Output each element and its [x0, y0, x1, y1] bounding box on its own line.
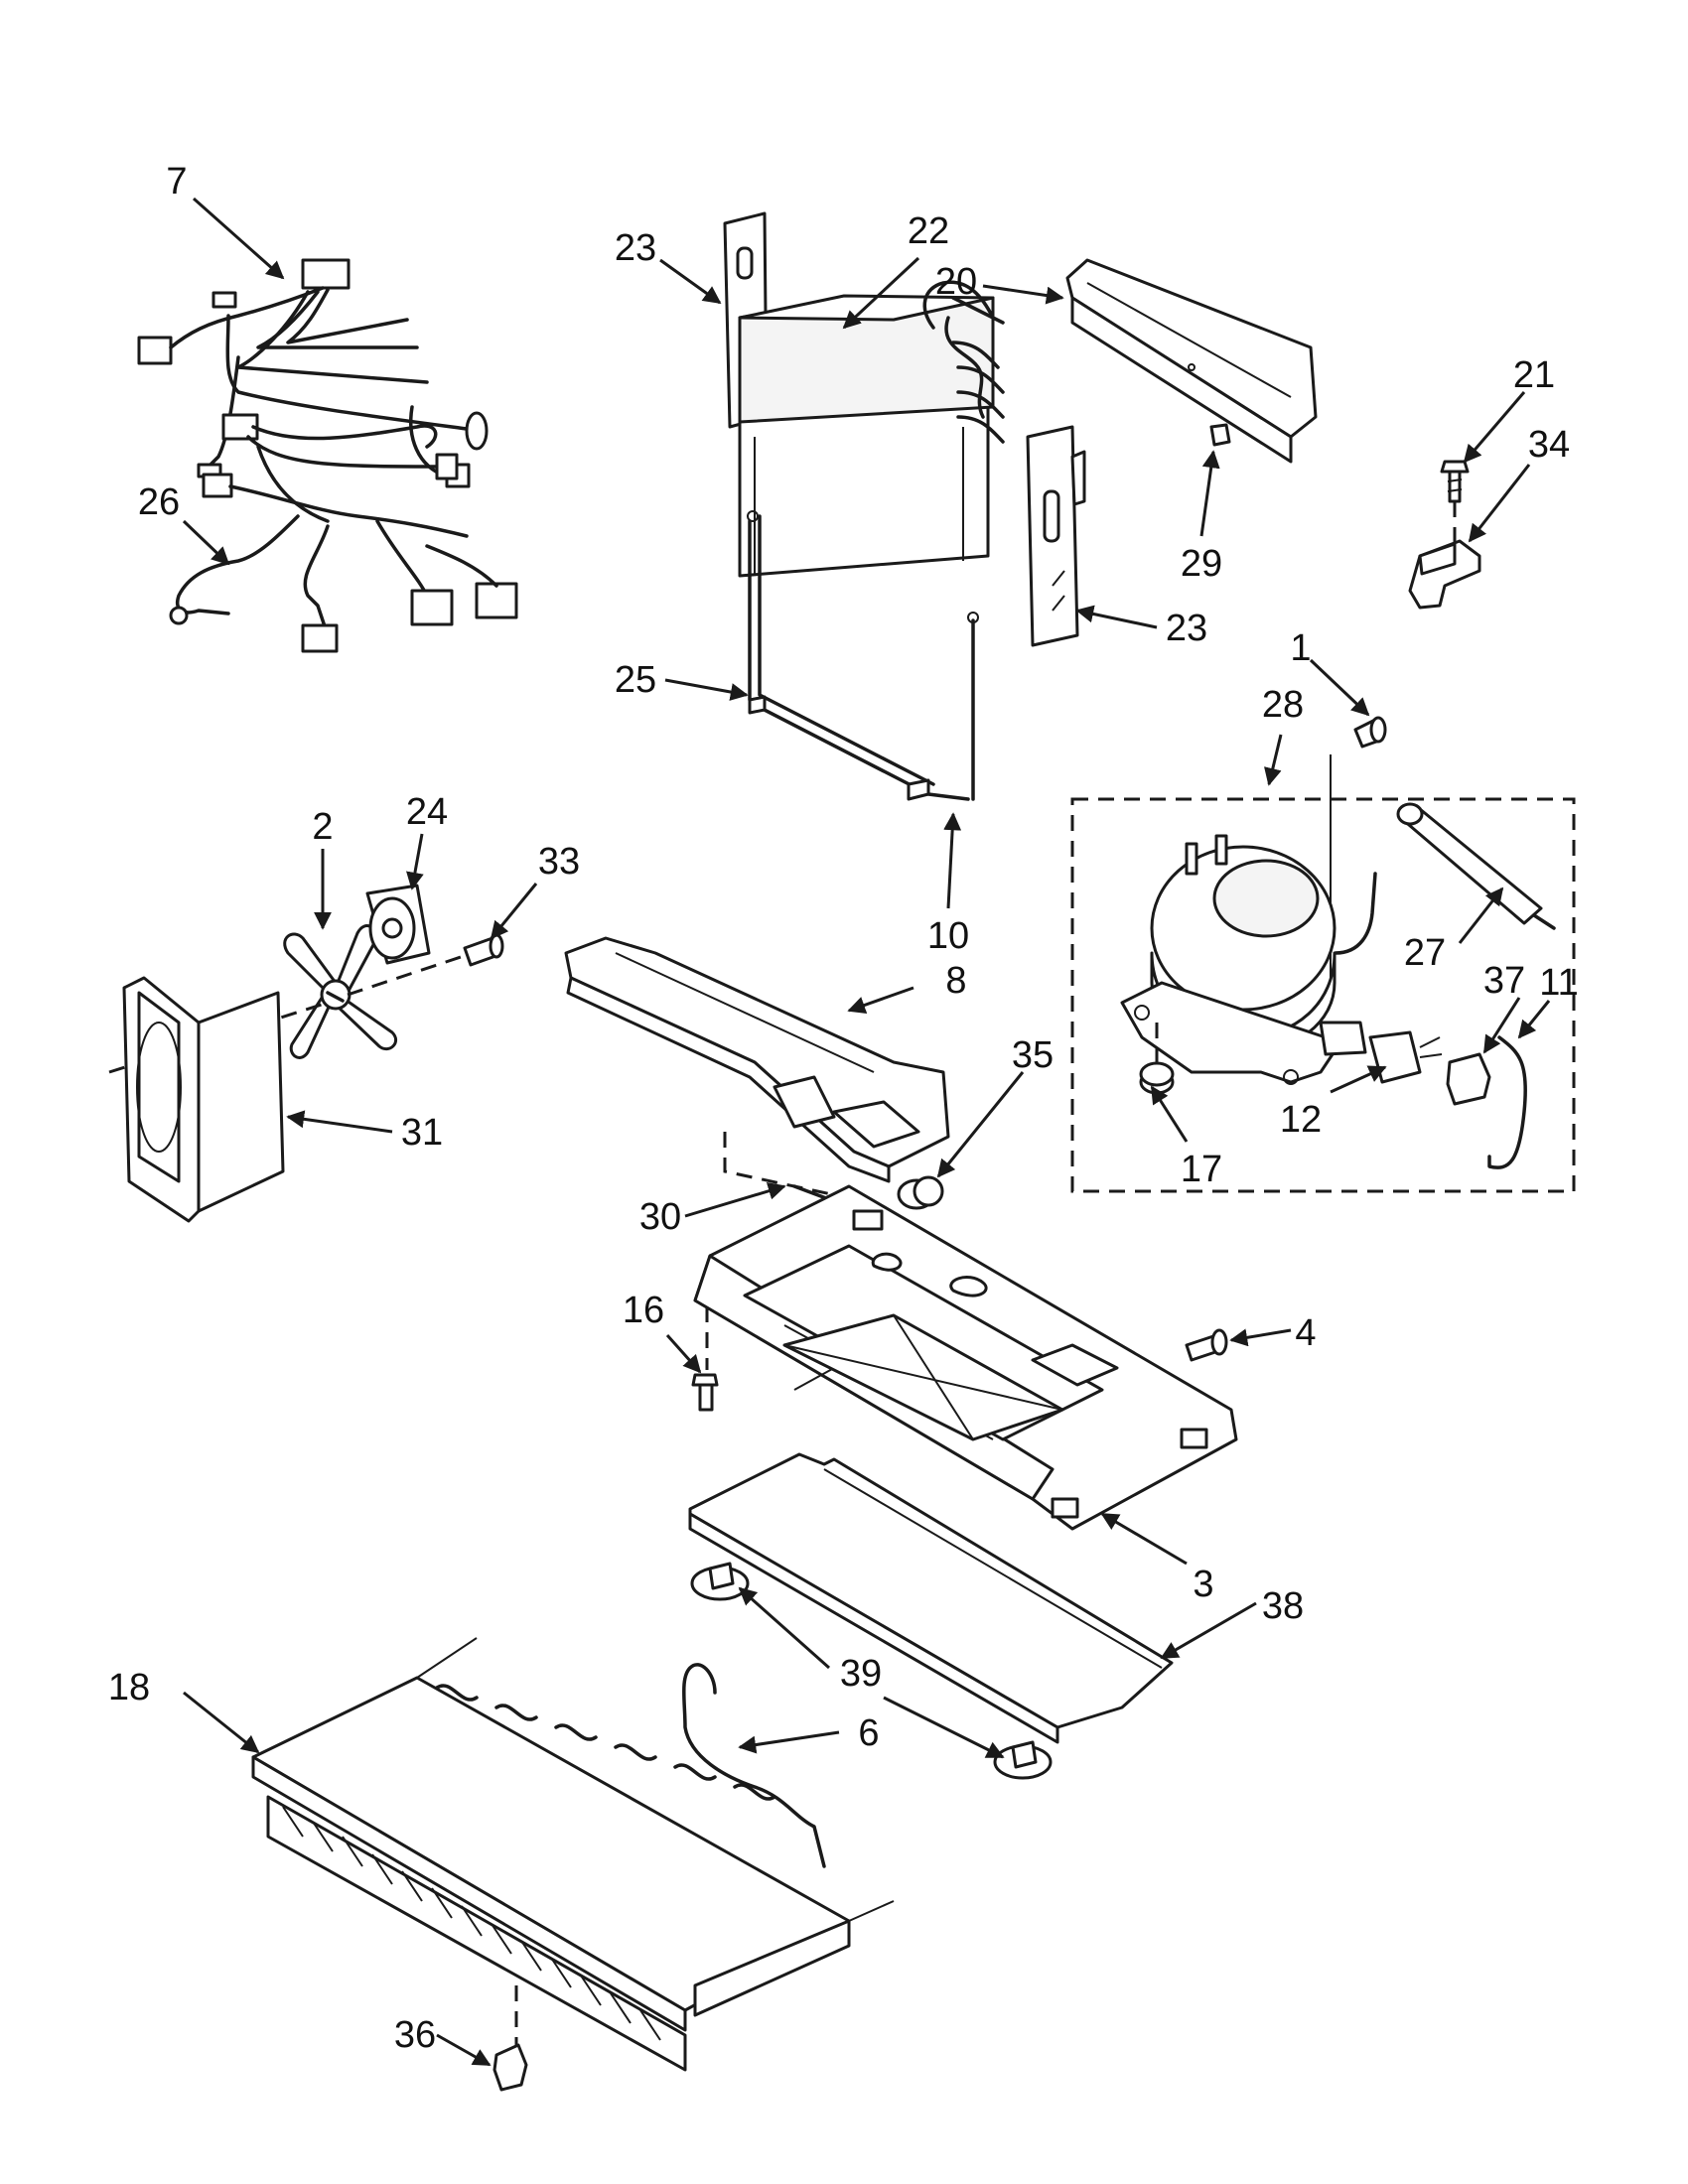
- callout-3: 3: [1193, 1564, 1213, 1605]
- leader-lines: [182, 197, 1551, 2067]
- condenser-coil: [251, 1637, 895, 2072]
- callout-18: 18: [108, 1667, 150, 1708]
- side-bracket-right: [1026, 425, 1086, 647]
- screw-33: [463, 933, 504, 967]
- callout-36: 36: [394, 2014, 436, 2056]
- grommet-17: [1139, 1061, 1175, 1095]
- screw-21: [1440, 460, 1470, 503]
- overload-cover: [1446, 1052, 1491, 1106]
- callout-1: 1: [1290, 627, 1311, 669]
- callout-30: 30: [639, 1196, 681, 1238]
- evaporator-cover: [1065, 258, 1318, 464]
- callout-34: 34: [1528, 424, 1570, 466]
- base-shield: [688, 1452, 1174, 1744]
- callout-27: 27: [1404, 932, 1446, 974]
- callout-11: 11: [1539, 962, 1578, 1004]
- drain-tray: [564, 936, 950, 1183]
- callout-31: 31: [401, 1112, 443, 1154]
- leveling-foot-right: [993, 1740, 1053, 1780]
- callout-2: 2: [312, 806, 333, 848]
- defrost-heater: [747, 510, 979, 801]
- callout-22: 22: [908, 210, 949, 252]
- filter-drier: [1396, 802, 1556, 930]
- callout-20: 20: [935, 261, 977, 303]
- callout-23-right: 23: [1166, 608, 1207, 649]
- start-relay: [1319, 1021, 1443, 1084]
- clip-29: [1209, 423, 1231, 447]
- callout-16: 16: [623, 1290, 664, 1331]
- callout-26: 26: [138, 481, 180, 523]
- callout-17: 17: [1181, 1149, 1222, 1190]
- callout-7: 7: [166, 161, 187, 203]
- compressor: [1120, 834, 1377, 1085]
- callout-4: 4: [1295, 1312, 1316, 1354]
- callout-33: 33: [538, 841, 580, 883]
- callout-12: 12: [1280, 1099, 1322, 1141]
- callout-23-left: 23: [615, 227, 656, 269]
- power-cord-11: [1487, 1035, 1527, 1169]
- callout-21: 21: [1513, 354, 1555, 396]
- screw-1: [1353, 716, 1387, 749]
- callout-28: 28: [1262, 684, 1304, 726]
- base-pan: [693, 1184, 1238, 1531]
- callout-37: 37: [1483, 960, 1525, 1002]
- callout-10: 10: [927, 915, 969, 957]
- tube-6: [682, 1663, 826, 1868]
- callout-25: 25: [615, 659, 656, 701]
- clip-36: [492, 2043, 528, 2092]
- screw-16: [691, 1373, 719, 1412]
- callout-35: 35: [1012, 1034, 1054, 1076]
- wire-harness-upper: [137, 258, 489, 488]
- clamp-34: [1408, 539, 1481, 610]
- evaporator-assembly: [723, 211, 1005, 578]
- grommet-35: [897, 1175, 944, 1210]
- callout-labels: 7 26 2 24 33 31 23 22 20 21 34 29 23 25 …: [108, 161, 1579, 2056]
- fan-shroud: [122, 976, 285, 1223]
- leveling-foot-left: [690, 1562, 750, 1601]
- compressor-kit-box: [1070, 797, 1576, 1193]
- screw-4: [1185, 1328, 1228, 1362]
- callout-24: 24: [406, 791, 448, 833]
- wire-harness-lower: [169, 413, 518, 653]
- callout-38: 38: [1262, 1585, 1304, 1627]
- callout-6: 6: [858, 1712, 879, 1754]
- callout-8: 8: [945, 960, 966, 1002]
- fan-motor: [365, 884, 431, 965]
- callout-39: 39: [840, 1653, 882, 1695]
- callout-29: 29: [1181, 543, 1222, 585]
